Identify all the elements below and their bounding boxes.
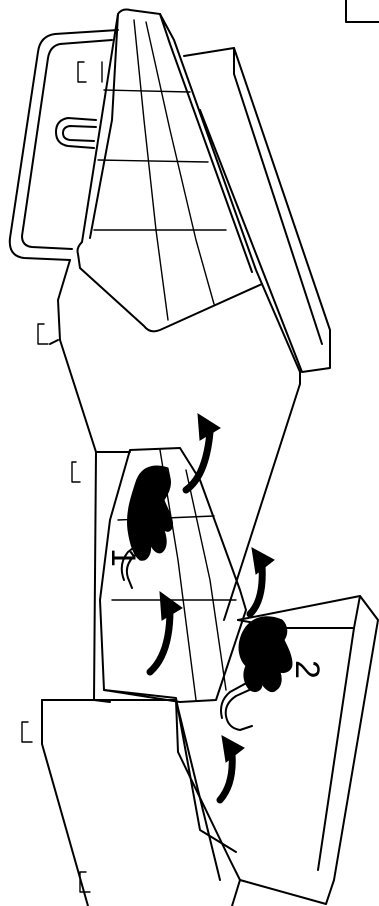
backrest-frame (10, 30, 118, 260)
step-1-label: 1 (104, 548, 142, 567)
top-mattress-section (78, 10, 331, 373)
curved-arrow-icon (250, 548, 274, 614)
hand-pull-icon (127, 466, 172, 560)
curved-arrow-icon (220, 736, 244, 800)
step-2-label: 2 (288, 660, 326, 679)
hand-pull-icon (239, 617, 292, 692)
frame-corner-mark (346, 0, 379, 22)
curved-arrow-icon (150, 592, 182, 672)
sofa-base (22, 260, 300, 906)
curved-arrow-icon (186, 414, 220, 490)
